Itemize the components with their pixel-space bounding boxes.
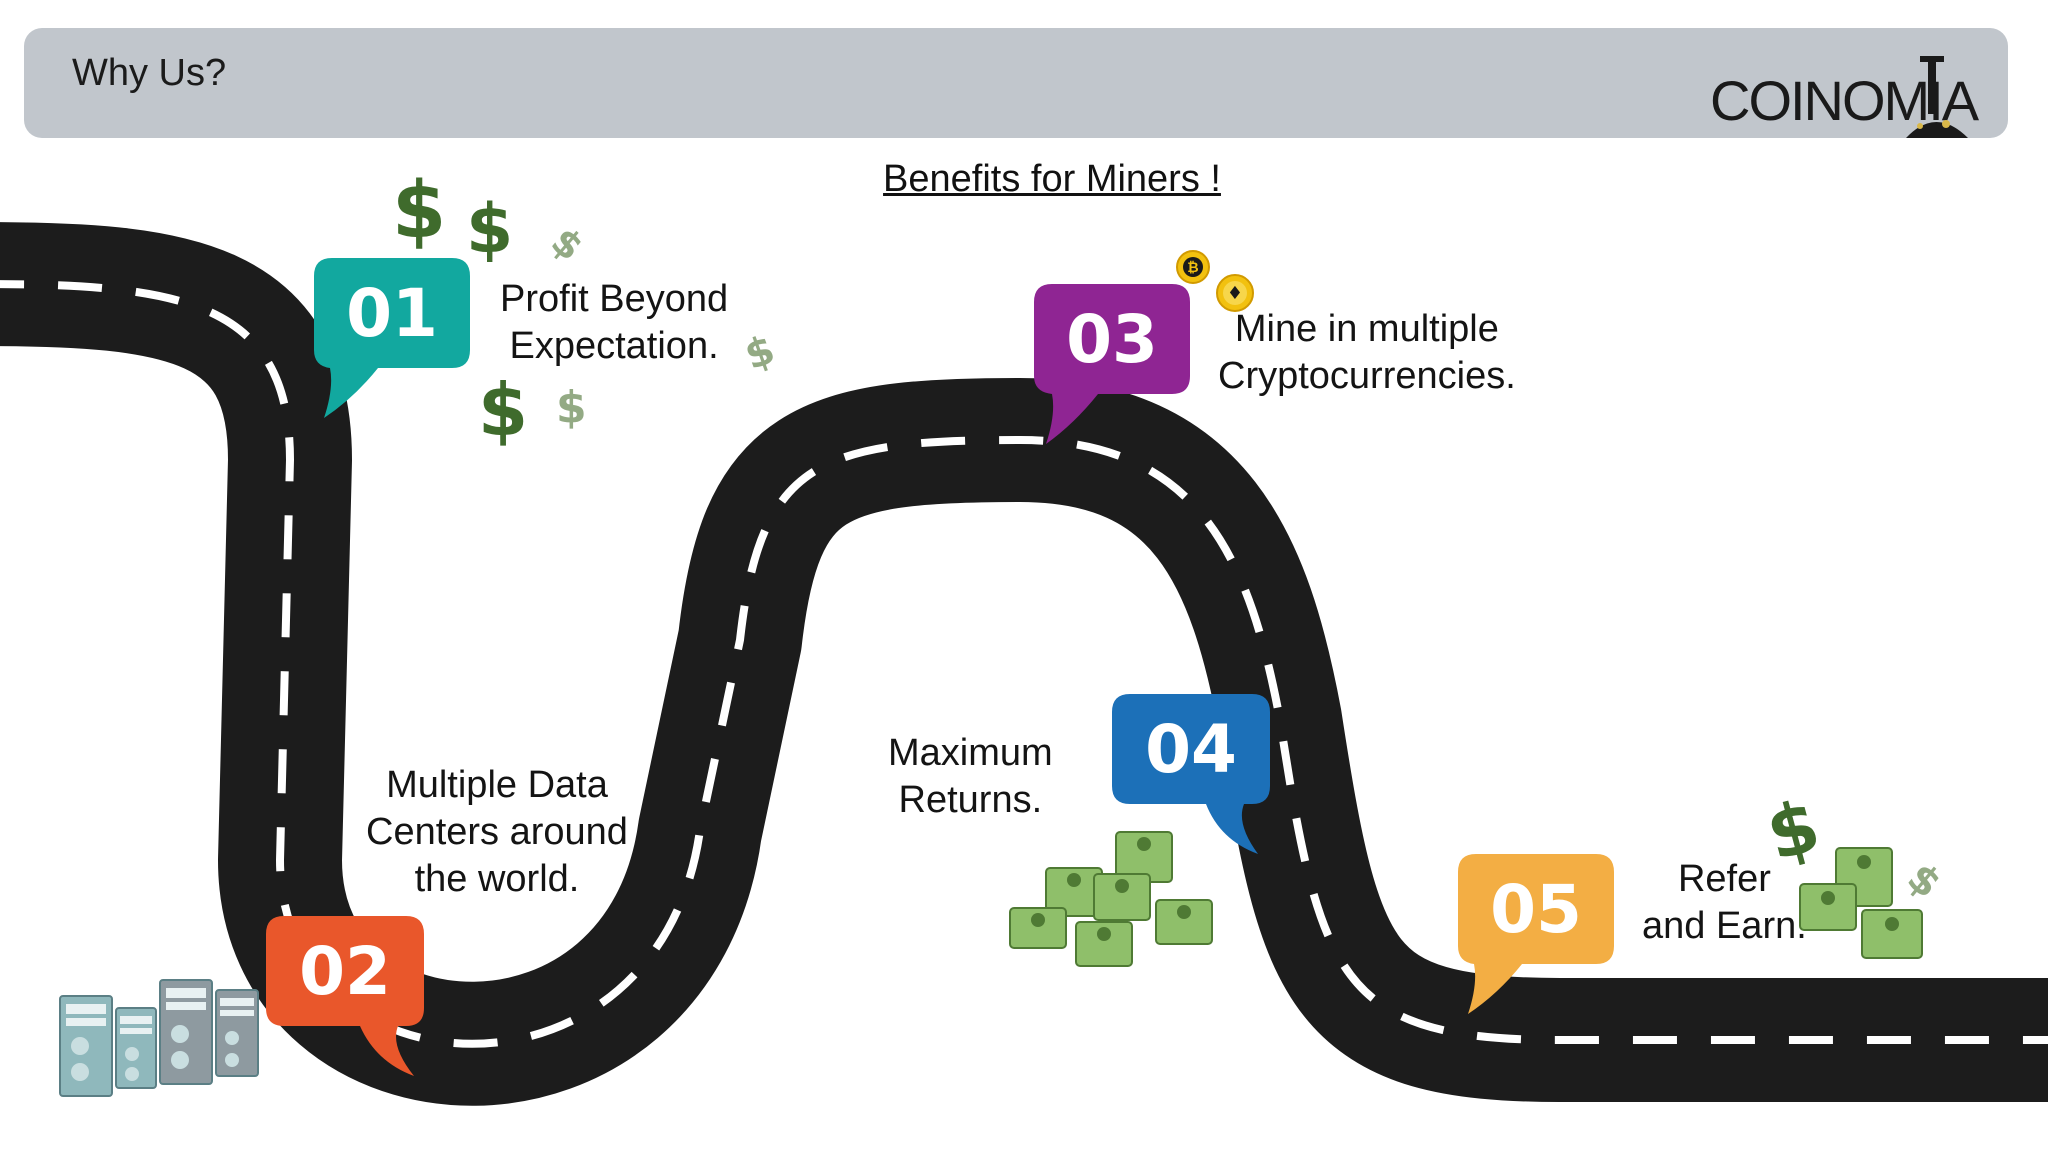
coinomia-logo: COINOMIA (1706, 54, 1986, 138)
dollar-icon: $ (466, 190, 514, 269)
step-number: 02 (299, 932, 391, 1010)
header-bar: Why Us? COINOMIA (24, 28, 2008, 138)
dollar-icon: $ (392, 166, 447, 256)
step-badge-04: 04 (1112, 694, 1270, 854)
step-badge-01: 01 (314, 258, 470, 418)
step-number: 03 (1066, 300, 1158, 378)
step-label-03: Mine in multiple Cryptocurrencies. (1218, 308, 1516, 397)
step-label-04: Maximum Returns. (888, 732, 1053, 821)
step-label-02: Multiple Data Centers around the world. (366, 764, 628, 900)
step-label-05: Refer and Earn. (1642, 858, 1807, 947)
logo-wordmark: COINOMIA (1710, 69, 1980, 132)
money-stack-icon (1796, 844, 1930, 968)
page-title: Why Us? (72, 52, 227, 94)
money-stack-icon (1006, 822, 1220, 976)
step-badge-03: 03 (1034, 284, 1190, 444)
dollar-icon: $ (478, 368, 529, 452)
bitcoin-coin-icon: ₿ (1176, 250, 1210, 284)
step-badge-05: 05 (1458, 854, 1614, 1014)
bitcoin-symbol: ₿ (1187, 260, 1198, 276)
step-number: 01 (346, 274, 438, 352)
step-number: 04 (1145, 710, 1237, 788)
dollar-icon: $ (556, 382, 587, 433)
section-subtitle: Benefits for Miners ! (883, 158, 1221, 200)
step-number: 05 (1490, 870, 1582, 948)
step-badge-02: 02 (266, 916, 424, 1076)
server-rack-icon (58, 976, 262, 1100)
step-label-01: Profit Beyond Expectation. (500, 278, 729, 367)
ethereum-coin-icon: ♦ (1216, 274, 1254, 312)
ethereum-symbol: ♦ (1227, 283, 1243, 304)
